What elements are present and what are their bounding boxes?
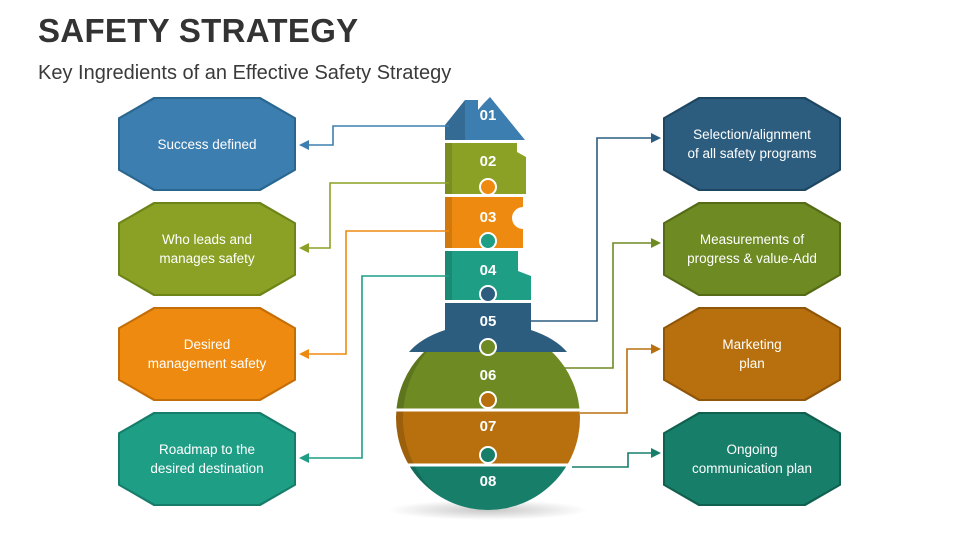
card-success-defined: Success defined (118, 97, 296, 191)
segment-label-08: 08 (480, 473, 497, 490)
segment-label-02: 02 (480, 153, 497, 170)
card-ongoing-communication: Ongoing communication plan (663, 412, 841, 506)
card-desired-management: Desired management safety (118, 307, 296, 401)
page-subtitle: Key Ingredients of an Effective Safety S… (38, 62, 452, 84)
connector-line-4 (299, 275, 449, 463)
connector-line-8 (572, 448, 661, 468)
card-selection-alignment: Selection/alignment of all safety progra… (663, 97, 841, 191)
connector-line-6 (555, 238, 661, 369)
segment-label-06: 06 (480, 367, 497, 384)
connector-line-5 (529, 133, 661, 322)
connector-line-3 (299, 230, 449, 359)
segment-02-fill (445, 143, 526, 194)
connector-line-2 (299, 182, 449, 253)
connector-knob (479, 232, 497, 250)
card-measurements: Measurements of progress & value-Add (663, 202, 841, 296)
card-text: Marketing plan (722, 337, 782, 371)
segment-05-fill (409, 303, 567, 352)
connector-line-7 (580, 344, 661, 414)
card-text: Desired management safety (147, 337, 267, 371)
connector-knob (479, 391, 497, 409)
card-text: Success defined (157, 136, 257, 152)
card-text: Ongoing communication plan (691, 442, 813, 476)
card-roadmap: Roadmap to the desired destination (118, 412, 296, 506)
segment-label-03: 03 (480, 209, 497, 226)
card-text: Selection/alignment of all safety progra… (687, 127, 817, 161)
connector-line-1 (299, 125, 449, 150)
connector-knob (479, 285, 497, 303)
page-title: SAFETY STRATEGY (38, 12, 359, 49)
segment-03-fill (445, 197, 523, 248)
segment-04-fill (445, 251, 531, 300)
segment-label-05: 05 (480, 313, 497, 330)
segment-01-fill (445, 97, 525, 140)
card-text: Who leads and manages safety (159, 232, 255, 266)
segment-label-01: 01 (480, 107, 497, 124)
connector-knob (479, 338, 497, 356)
card-who-leads: Who leads and manages safety (118, 202, 296, 296)
connector-knob (479, 178, 497, 196)
card-text: Measurements of progress & value-Add (687, 232, 817, 266)
segment-label-04: 04 (480, 262, 497, 279)
connector-knob (479, 446, 497, 464)
card-text: Roadmap to the desired destination (150, 442, 264, 476)
segment-label-07: 07 (480, 418, 497, 435)
card-marketing-plan: Marketing plan (663, 307, 841, 401)
